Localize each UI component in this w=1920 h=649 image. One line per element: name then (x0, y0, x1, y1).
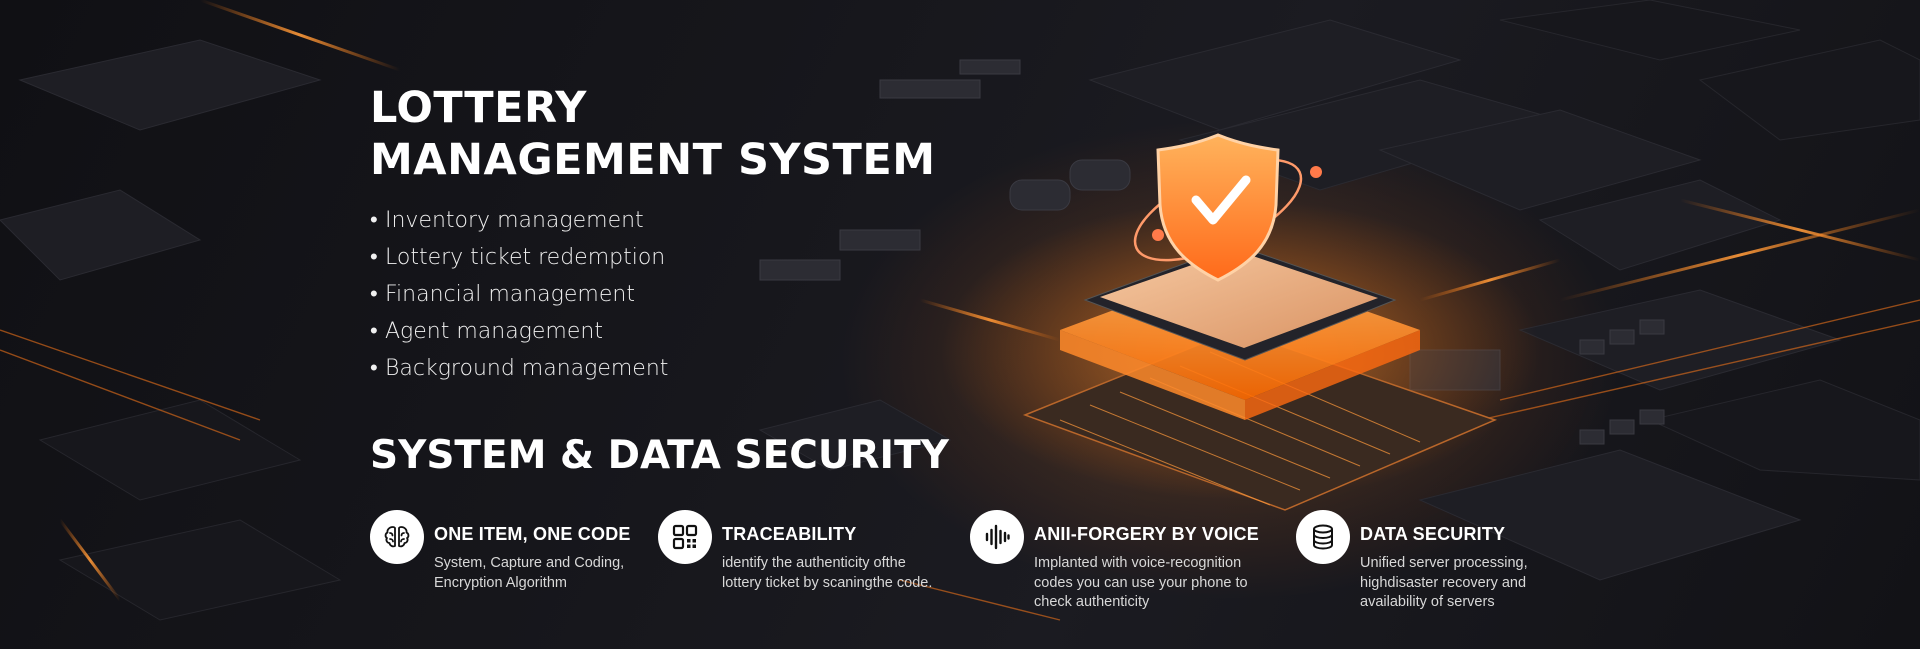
card-data-security: DATA SECURITY Unified server processing,… (1296, 508, 1576, 618)
qr-code-icon (658, 510, 712, 564)
bullet-icon: • (370, 356, 378, 381)
title-line-1: LOTTERY (370, 83, 587, 133)
description-line: identify the authenticity ofthe (722, 555, 906, 571)
feature-label: Lottery ticket redemption (385, 245, 666, 270)
description-line: Unified server processing, (1360, 555, 1528, 571)
feature-label: Background management (385, 356, 669, 381)
description-line: System, Capture and Coding, (434, 555, 625, 571)
feature-item: • Lottery ticket redemption (370, 239, 668, 276)
feature-label: Financial management (385, 282, 635, 307)
description-line: check authenticity (1034, 594, 1150, 610)
card-anti-forgery-voice: ANII-FORGERY BY VOICE Implanted with voi… (970, 508, 1290, 618)
card-title: DATA SECURITY (1360, 524, 1506, 544)
feature-item: • Agent management (370, 313, 668, 350)
brain-icon (370, 510, 424, 564)
feature-item: • Inventory management (370, 202, 668, 239)
feature-item: • Financial management (370, 276, 668, 313)
card-title: TRACEABILITY (722, 524, 857, 544)
bullet-icon: • (370, 245, 378, 270)
card-title: ANII-FORGERY BY VOICE (1034, 524, 1259, 544)
feature-item: • Background management (370, 350, 668, 387)
card-description: identify the authenticity ofthe lottery … (722, 554, 932, 593)
card-description: Implanted with voice-recognition codes y… (1034, 554, 1248, 613)
description-line: codes you can use your phone to (1034, 574, 1248, 591)
card-description: System, Capture and Coding, Encryption A… (434, 554, 624, 593)
description-line: Implanted with voice-recognition (1034, 555, 1242, 571)
page-title: LOTTERY MANAGEMENT SYSTEM (370, 82, 936, 186)
card-description: Unified server processing, highdisaster … (1360, 554, 1528, 613)
description-line: lottery ticket by scaningthe code. (722, 574, 933, 591)
content-area: LOTTERY MANAGEMENT SYSTEM • Inventory man… (370, 0, 1528, 649)
voice-wave-icon (970, 510, 1024, 564)
bullet-icon: • (370, 282, 378, 307)
description-line: availability of servers (1360, 594, 1495, 610)
bullet-icon: • (370, 208, 378, 233)
feature-list: • Inventory management • Lottery ticket re… (370, 202, 668, 387)
description-line: highdisaster recovery and (1360, 574, 1527, 591)
database-icon (1296, 510, 1350, 564)
card-title: ONE ITEM, ONE CODE (434, 524, 631, 544)
description-line: Encryption Algorithm (434, 574, 567, 591)
section-title: SYSTEM & DATA SECURITY (370, 433, 949, 478)
card-one-item-one-code: ONE ITEM, ONE CODE System, Capture and C… (370, 508, 650, 618)
bullet-icon: • (370, 319, 378, 344)
title-line-2: MANAGEMENT SYSTEM (370, 135, 936, 185)
feature-label: Inventory management (385, 208, 644, 233)
card-traceability: TRACEABILITY identify the authenticity o… (658, 508, 968, 618)
feature-label: Agent management (385, 319, 603, 344)
